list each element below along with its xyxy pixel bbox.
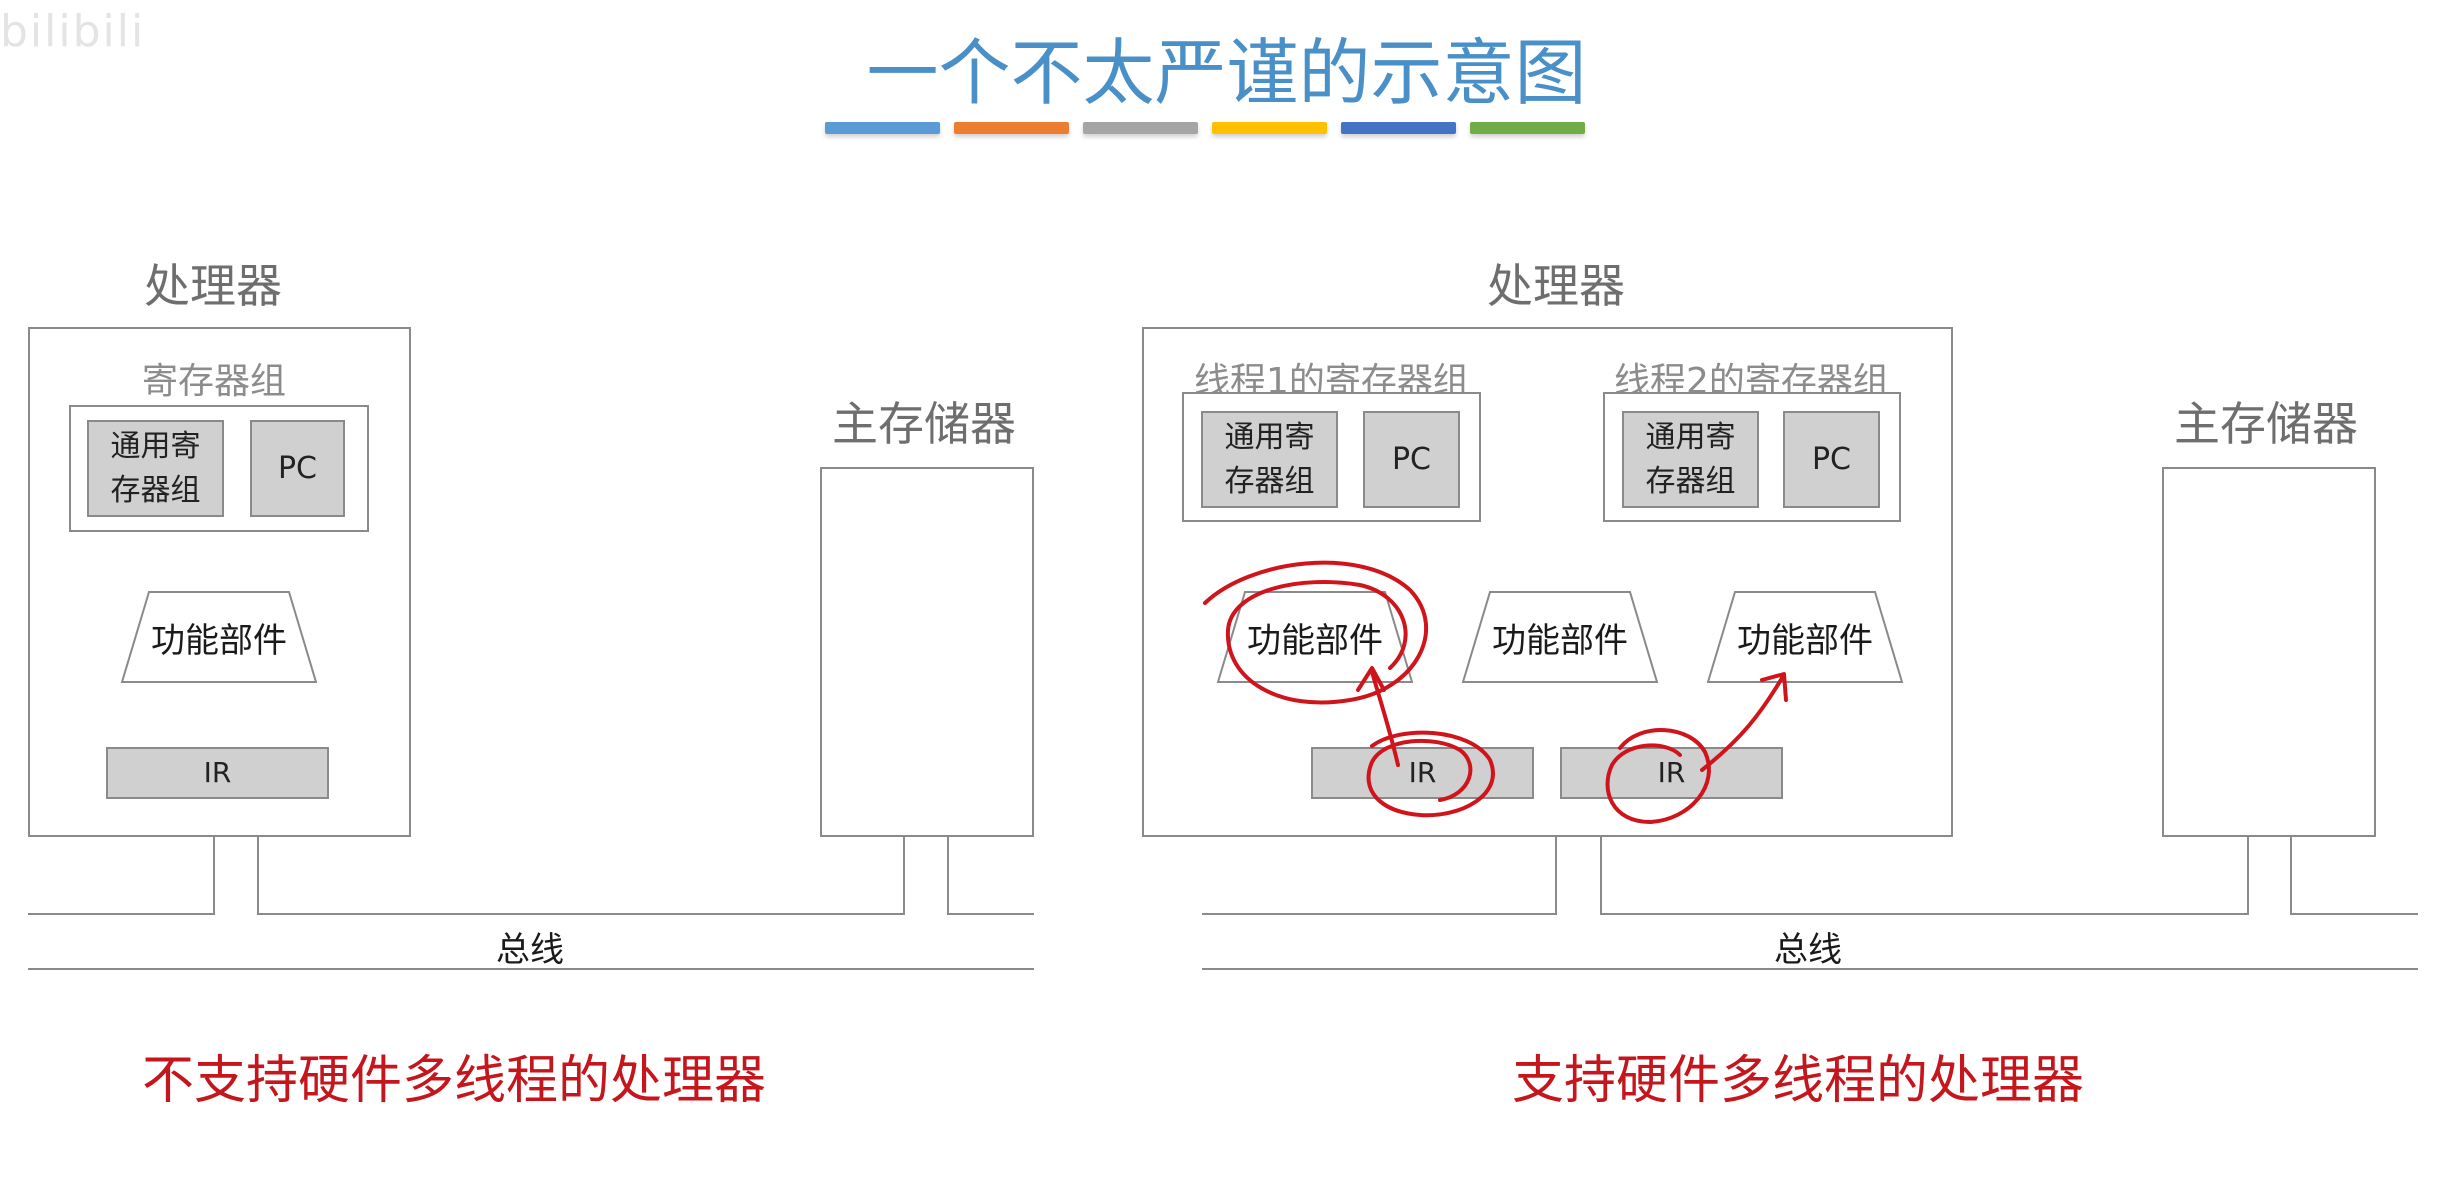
right-bus-label: 总线 bbox=[1774, 930, 1842, 970]
right-func-unit-2: 功能部件 bbox=[1462, 591, 1658, 683]
deco-bar-green bbox=[1470, 122, 1585, 134]
right-ir-block-1: IR bbox=[1311, 747, 1534, 799]
left-func-unit-label: 功能部件 bbox=[151, 620, 287, 661]
deco-bar-grey bbox=[1083, 122, 1198, 134]
left-caption: 不支持硬件多线程的处理器 bbox=[142, 1051, 767, 1111]
left-pc-block: PC bbox=[250, 420, 345, 517]
right-func-unit-1-label: 功能部件 bbox=[1247, 620, 1383, 661]
thread1-gpr-block: 通用寄 存器组 bbox=[1201, 411, 1338, 508]
right-memory-box bbox=[2162, 467, 2376, 837]
right-processor-label: 处理器 bbox=[1487, 259, 1625, 313]
left-bus-label: 总线 bbox=[496, 930, 564, 970]
thread1-pc-block: PC bbox=[1363, 411, 1460, 508]
deco-bar-darkblue bbox=[1341, 122, 1456, 134]
left-gpr-block: 通用寄 存器组 bbox=[87, 420, 224, 517]
left-register-group-label: 寄存器组 bbox=[142, 361, 287, 402]
right-ir-block-2: IR bbox=[1560, 747, 1783, 799]
page-title: 一个不太严谨的示意图 bbox=[866, 31, 1587, 115]
right-func-unit-1: 功能部件 bbox=[1217, 591, 1413, 683]
deco-bar-yellow bbox=[1212, 122, 1327, 134]
deco-bar-orange bbox=[954, 122, 1069, 134]
right-func-unit-3-label: 功能部件 bbox=[1737, 620, 1873, 661]
left-memory-label: 主存储器 bbox=[832, 397, 1016, 451]
right-memory-label: 主存储器 bbox=[2174, 397, 2358, 451]
left-ir-block: IR bbox=[106, 747, 329, 799]
thread2-gpr-block: 通用寄 存器组 bbox=[1622, 411, 1759, 508]
trapezoid-shape bbox=[1707, 591, 1903, 683]
left-processor-label: 处理器 bbox=[144, 259, 282, 313]
watermark: bilibili bbox=[0, 6, 146, 57]
right-func-unit-3: 功能部件 bbox=[1707, 591, 1903, 683]
trapezoid-shape bbox=[121, 591, 317, 683]
right-func-unit-2-label: 功能部件 bbox=[1492, 620, 1628, 661]
left-memory-box bbox=[820, 467, 1034, 837]
thread2-pc-block: PC bbox=[1783, 411, 1880, 508]
trapezoid-shape bbox=[1462, 591, 1658, 683]
left-func-unit: 功能部件 bbox=[121, 591, 317, 683]
deco-bar-blue bbox=[825, 122, 940, 134]
right-caption: 支持硬件多线程的处理器 bbox=[1512, 1051, 2085, 1111]
